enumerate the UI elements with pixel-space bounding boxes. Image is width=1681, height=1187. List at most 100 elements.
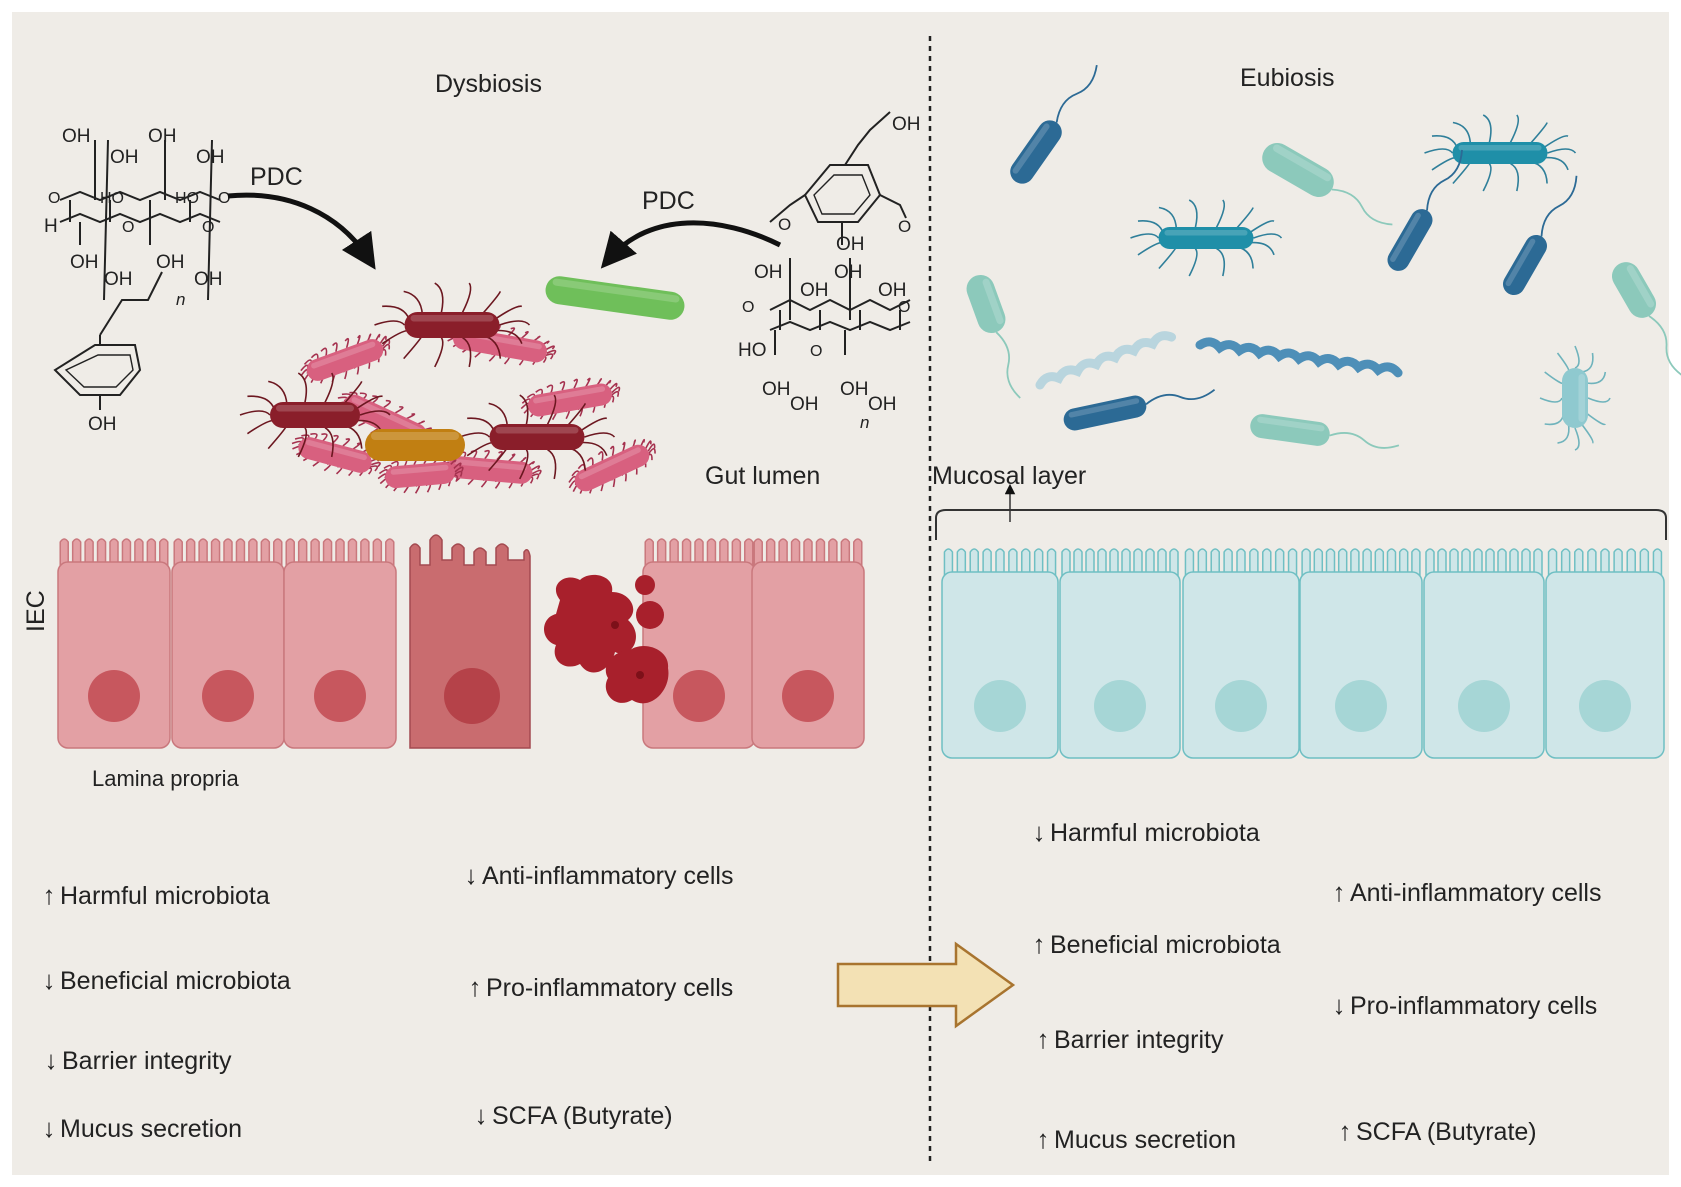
svg-text:OH: OH bbox=[194, 269, 223, 290]
svg-text:O: O bbox=[778, 215, 791, 234]
effect-label: Anti-inflammatory cells bbox=[482, 862, 734, 890]
pdc-arrow-right bbox=[600, 220, 782, 269]
cell-nucleus bbox=[314, 670, 366, 722]
svg-text:O: O bbox=[898, 217, 911, 236]
epithelial-cell bbox=[1423, 571, 1545, 759]
svg-text:OH: OH bbox=[148, 126, 177, 147]
title-eubiosis: Eubiosis bbox=[1240, 64, 1335, 92]
effect-label: Harmful microbiota bbox=[1050, 819, 1260, 847]
effect-item: ↓Beneficial microbiota bbox=[40, 965, 291, 996]
epithelial-cell bbox=[57, 561, 171, 749]
effect-item: ↑Beneficial microbiota bbox=[1030, 929, 1281, 960]
svg-text:HO: HO bbox=[100, 190, 124, 207]
effect-label: Harmful microbiota bbox=[60, 882, 270, 910]
effect-label: Barrier integrity bbox=[62, 1047, 232, 1075]
cell-nucleus bbox=[1215, 680, 1267, 732]
svg-text:OH: OH bbox=[834, 262, 863, 283]
epithelial-cell bbox=[1299, 571, 1423, 759]
svg-text:OH: OH bbox=[754, 262, 783, 283]
harmful-bacterium bbox=[459, 394, 616, 480]
cell-nucleus bbox=[782, 670, 834, 722]
effect-item: ↑SCFA (Butyrate) bbox=[1336, 1116, 1537, 1147]
effect-label: Pro-inflammatory cells bbox=[486, 974, 734, 1002]
rod-bacterium bbox=[1503, 175, 1578, 296]
down-arrow-icon: ↓ bbox=[42, 965, 56, 995]
polysaccharide-structure-left bbox=[59, 139, 221, 345]
svg-text:OH: OH bbox=[156, 252, 185, 273]
dysbiosis-epithelium bbox=[57, 534, 865, 749]
effect-item: ↑Pro-inflammatory cells bbox=[466, 972, 734, 1003]
beneficial-bacteria-group bbox=[966, 65, 1681, 451]
label-mucosal-layer: Mucosal layer bbox=[932, 462, 1087, 490]
svg-text:OH: OH bbox=[762, 379, 791, 400]
pdc-arrow-left bbox=[227, 192, 376, 270]
cell-nucleus bbox=[88, 670, 140, 722]
svg-text:OH: OH bbox=[892, 114, 921, 135]
effect-label: SCFA (Butyrate) bbox=[1356, 1118, 1537, 1146]
rod-bacterium bbox=[1010, 65, 1098, 184]
effect-item: ↓Pro-inflammatory cells bbox=[1330, 990, 1598, 1021]
rod-bacterium bbox=[1063, 389, 1216, 431]
effect-label: SCFA (Butyrate) bbox=[492, 1102, 673, 1130]
svg-text:OH: OH bbox=[878, 280, 907, 301]
title-dysbiosis: Dysbiosis bbox=[435, 70, 542, 98]
svg-text:OH: OH bbox=[800, 280, 829, 301]
svg-text:O: O bbox=[202, 219, 214, 236]
svg-text:OH: OH bbox=[196, 147, 225, 168]
svg-text:OH: OH bbox=[836, 234, 865, 255]
comma-bacterium bbox=[1262, 143, 1393, 226]
effect-item: ↑Barrier integrity bbox=[1034, 1024, 1224, 1055]
transition-arrow bbox=[836, 941, 1016, 1029]
up-arrow-icon: ↑ bbox=[1338, 1116, 1352, 1146]
down-arrow-icon: ↓ bbox=[1332, 990, 1346, 1020]
flagellated-bacterium bbox=[1130, 199, 1283, 277]
effect-item: ↓Anti-inflammatory cells bbox=[462, 860, 734, 891]
svg-text:O: O bbox=[48, 190, 60, 207]
comma-bacterium bbox=[966, 274, 1021, 399]
up-arrow-icon: ↑ bbox=[1332, 877, 1346, 907]
flagellated-bacterium bbox=[1424, 114, 1577, 192]
coniferyl-structure-right bbox=[769, 111, 911, 355]
up-arrow-icon: ↑ bbox=[1036, 1024, 1050, 1054]
pink-bacterium bbox=[300, 333, 391, 384]
epithelial-cell bbox=[1545, 571, 1665, 759]
down-arrow-icon: ↓ bbox=[44, 1045, 58, 1075]
label-pdc-left: PDC bbox=[250, 163, 303, 191]
effect-item: ↑Anti-inflammatory cells bbox=[1330, 877, 1602, 908]
label-iec: IEC bbox=[22, 590, 50, 632]
epithelial-cell bbox=[941, 571, 1059, 759]
effect-label: Mucus secretion bbox=[1054, 1126, 1237, 1154]
comma-bacterium bbox=[1250, 414, 1400, 449]
orange-bacterium bbox=[365, 429, 465, 461]
svg-text:OH: OH bbox=[790, 394, 819, 415]
spirochete bbox=[1035, 331, 1177, 390]
rod-bacterium bbox=[1387, 149, 1463, 271]
effect-item: ↑Harmful microbiota bbox=[40, 880, 270, 911]
svg-text:O: O bbox=[810, 343, 822, 360]
effect-item: ↓SCFA (Butyrate) bbox=[472, 1100, 673, 1131]
svg-text:OH: OH bbox=[868, 394, 897, 415]
effect-label: Pro-inflammatory cells bbox=[1350, 992, 1598, 1020]
svg-text:O: O bbox=[122, 219, 134, 236]
cell-nucleus bbox=[1094, 680, 1146, 732]
spirochete bbox=[1195, 337, 1403, 378]
mucosal-layer-bracket bbox=[935, 509, 1667, 540]
down-arrow-icon: ↓ bbox=[464, 860, 478, 890]
effect-item: ↓Harmful microbiota bbox=[1030, 817, 1260, 848]
svg-text:O: O bbox=[742, 299, 754, 316]
comma-bacterium bbox=[1612, 262, 1681, 378]
effect-label: Mucus secretion bbox=[60, 1115, 243, 1143]
svg-text:n: n bbox=[860, 413, 869, 432]
effect-label: Barrier integrity bbox=[1054, 1026, 1224, 1054]
svg-text:OH: OH bbox=[840, 379, 869, 400]
svg-text:OH: OH bbox=[62, 126, 91, 147]
effect-label: Beneficial microbiota bbox=[60, 967, 291, 995]
svg-text:OH: OH bbox=[88, 414, 117, 435]
cell-nucleus bbox=[1579, 680, 1631, 732]
cell-nucleus bbox=[974, 680, 1026, 732]
svg-text:HO: HO bbox=[175, 190, 199, 207]
effect-label: Anti-inflammatory cells bbox=[1350, 879, 1602, 907]
